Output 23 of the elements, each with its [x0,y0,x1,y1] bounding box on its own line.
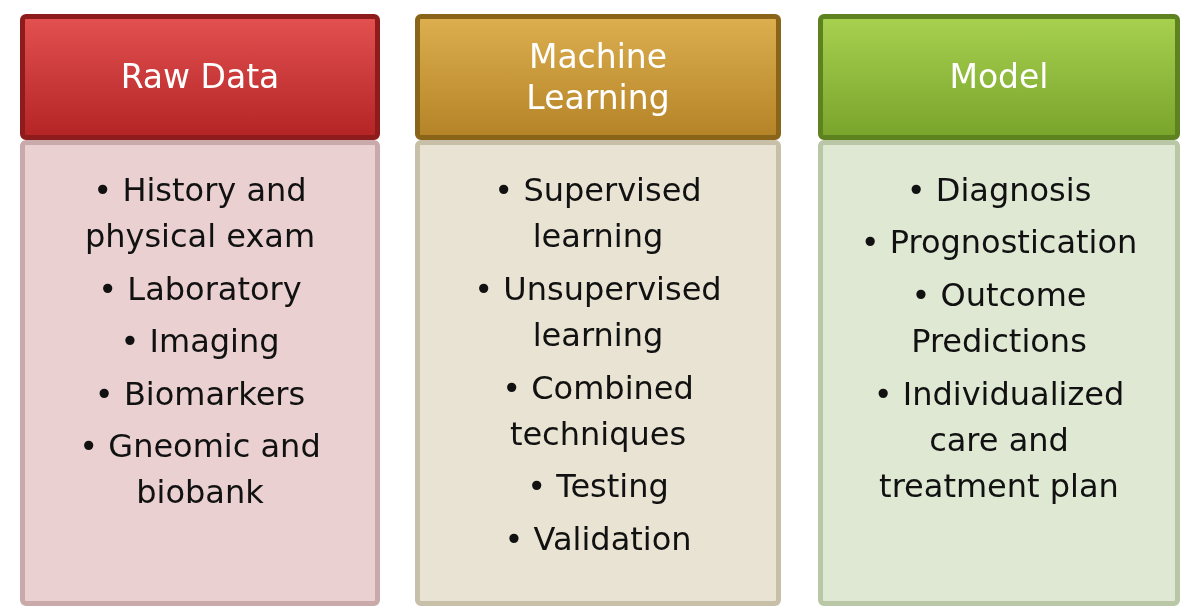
header-title: Machine Learning [525,35,671,119]
bullet-item: • Supervised learning [493,170,703,258]
list-panel [20,140,380,606]
header-title: Model [949,56,1049,98]
header-box [818,14,1180,140]
bullet-item: • Validation [503,518,693,560]
header-title: Raw Data [120,56,280,98]
header-box [415,14,781,140]
bullet-item: • Individualized care and treatment plan [872,373,1126,508]
bullet-item: • Gneomic and biobank [78,425,322,514]
bullet-item: • Prognostication [859,222,1139,264]
bullet-item: • Testing [526,466,670,508]
header-box [20,14,380,140]
bullet-item: • Biomarkers [93,373,307,415]
bullet-item: • History and physical exam [83,170,317,258]
bullet-item: • Imaging [119,321,281,363]
bullet-item: • Combined techniques [501,367,695,455]
bullet-item: • Diagnosis [905,170,1093,211]
bullet-item: • Laboratory [97,268,303,310]
list-panel [415,140,781,606]
bullet-item: • Outcome Predictions [910,274,1088,363]
list-panel [818,140,1180,606]
bullet-item: • Unsupervised learning [473,268,723,357]
